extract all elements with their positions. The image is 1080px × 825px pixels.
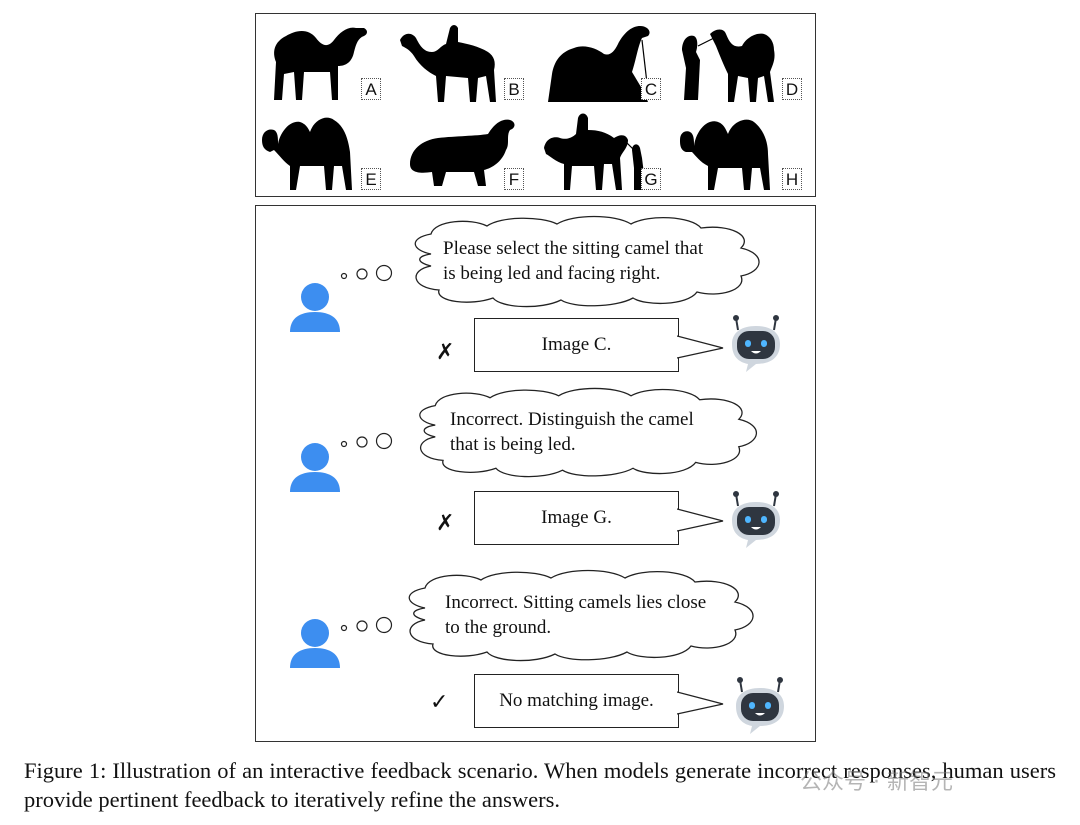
- camel-led-by-person-icon: [682, 29, 775, 102]
- thought-cloud: [419, 387, 757, 478]
- camel-standing-icon: [274, 27, 367, 101]
- user-avatar-icon: [290, 443, 340, 492]
- correct-mark-icon: ✓: [430, 690, 449, 715]
- camel-rider-led-icon: [544, 113, 646, 190]
- bactrian-camel-icon: [680, 119, 770, 190]
- user-message-line: Please select the sitting camel that: [443, 238, 704, 259]
- watermark: 公众号 · 新智元: [800, 770, 953, 795]
- image-label: E: [361, 168, 381, 190]
- image-label: A: [361, 78, 381, 100]
- model-reply-box: No matching image.: [474, 674, 679, 728]
- hippo-icon: [410, 119, 515, 186]
- incorrect-mark-icon: ✗: [436, 511, 455, 536]
- image-label: D: [782, 78, 802, 100]
- image-label: B: [504, 78, 524, 100]
- bactrian-camel-icon: [262, 117, 352, 190]
- robot-icon: [732, 491, 780, 548]
- image-label: F: [504, 168, 524, 190]
- speech-tail: [677, 335, 724, 359]
- image-options-panel: A B C D E F G H: [255, 13, 816, 197]
- user-avatar-icon: [290, 283, 340, 332]
- thought-cloud: [414, 215, 760, 308]
- user-message-line: that is being led.: [450, 434, 576, 455]
- user-avatar-icon: [290, 619, 340, 668]
- user-message-line: Incorrect. Distinguish the camel: [450, 409, 694, 430]
- robot-icon: [732, 315, 780, 372]
- speech-tail: [677, 508, 724, 532]
- camel-sitting-icon: [548, 26, 650, 102]
- user-message-line: is being led and facing right.: [443, 263, 661, 284]
- incorrect-mark-icon: ✗: [436, 340, 455, 365]
- thought-dots-icon: [340, 616, 393, 634]
- camel-with-rider-icon: [400, 25, 496, 102]
- speech-tail: [677, 691, 724, 715]
- user-message-line: Incorrect. Sitting camels lies close: [445, 592, 707, 613]
- figure-caption: Figure 1: Illustration of an interactive…: [24, 758, 1056, 812]
- user-message-line: to the ground.: [445, 617, 552, 638]
- thought-cloud: [408, 569, 754, 662]
- image-label: G: [641, 168, 661, 190]
- model-reply-box: Image G.: [474, 491, 679, 545]
- thought-dots-icon: [340, 264, 393, 282]
- thought-dots-icon: [340, 432, 393, 450]
- robot-icon: [736, 677, 784, 734]
- image-label: C: [641, 78, 661, 100]
- image-label: H: [782, 168, 802, 190]
- model-reply-box: Image C.: [474, 318, 679, 372]
- feedback-dialogue-panel: Please select the sitting camel that is …: [255, 205, 816, 742]
